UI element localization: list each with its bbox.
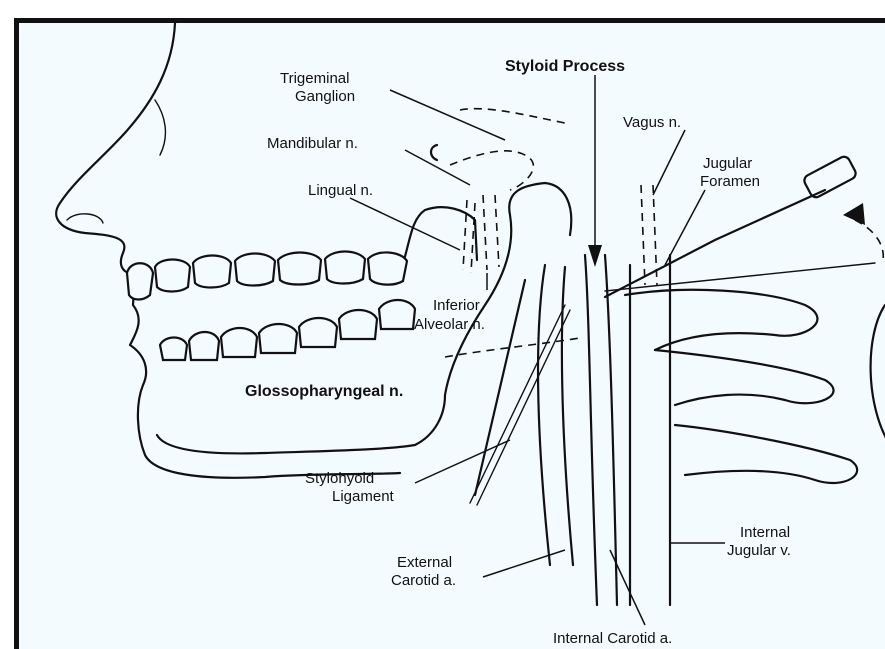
glossopharyngeal-dashes	[445, 338, 580, 357]
mastoid	[871, 305, 885, 445]
internal-jugular	[630, 255, 670, 605]
label-glossopharyngeal: Glossopharyngeal n.	[245, 383, 403, 400]
external-carotid-leader	[483, 550, 565, 577]
jugular-leader	[665, 190, 705, 265]
needle	[605, 190, 825, 297]
label-styloid: Styloid Process	[505, 58, 625, 75]
label-foramen: Foramen	[700, 173, 760, 190]
label-ganglion: Ganglion	[295, 88, 355, 105]
vagus-leader	[653, 130, 685, 195]
vertebra-2	[655, 350, 834, 405]
mandibular-leader	[405, 150, 470, 185]
lingual-dashes	[463, 200, 475, 273]
label-internal-jugular-1: Internal	[740, 524, 790, 541]
inferior-alveolar-dashes	[483, 195, 499, 270]
lower-teeth	[160, 300, 415, 360]
anatomy-diagram: Trigeminal Ganglion Mandibular n. Lingua…	[19, 23, 885, 649]
stylohyoid-ligament	[470, 305, 570, 505]
label-carotid: Carotid a.	[391, 572, 456, 589]
cheek-line	[155, 100, 165, 155]
label-internal-carotid: Internal Carotid a.	[553, 630, 672, 647]
label-trigeminal: Trigeminal	[280, 70, 349, 87]
label-stylohyoid: Stylohyoid	[305, 470, 374, 487]
lingual-leader	[350, 198, 460, 250]
internal-carotid	[585, 255, 617, 605]
styloid-arrow-head	[588, 245, 602, 267]
vertebra-3	[675, 425, 857, 483]
label-mandibular: Mandibular n.	[267, 135, 358, 152]
upper-teeth	[127, 252, 407, 300]
label-external: External	[397, 554, 452, 571]
label-lingual: Lingual n.	[308, 182, 373, 199]
label-inferior: Inferior	[433, 297, 480, 314]
rotation-arrow	[855, 220, 883, 260]
stylohyoid-leader	[415, 440, 510, 483]
internal-carotid-leader	[610, 550, 645, 625]
trigeminal-dashes	[460, 109, 565, 123]
label-vagus: Vagus n.	[623, 114, 681, 131]
label-jugular: Jugular	[703, 155, 752, 172]
vertebra-1	[625, 290, 817, 350]
styloid-process	[475, 280, 525, 495]
syringe	[802, 155, 857, 200]
trigeminal-leader	[390, 90, 505, 140]
diagram-frame: Trigeminal Ganglion Mandibular n. Lingua…	[14, 18, 885, 649]
external-carotid	[538, 265, 573, 565]
rotation-arrow-head	[843, 203, 865, 225]
mandibular-nerve-dashes	[450, 151, 533, 190]
ganglion-hook	[431, 145, 437, 160]
label-internal-jugular-2: Jugular v.	[727, 542, 791, 559]
label-alveolar: Alveolar n.	[414, 316, 485, 333]
label-ligament: Ligament	[332, 488, 395, 505]
nostril	[67, 214, 103, 223]
vagus-nerve	[641, 185, 657, 285]
